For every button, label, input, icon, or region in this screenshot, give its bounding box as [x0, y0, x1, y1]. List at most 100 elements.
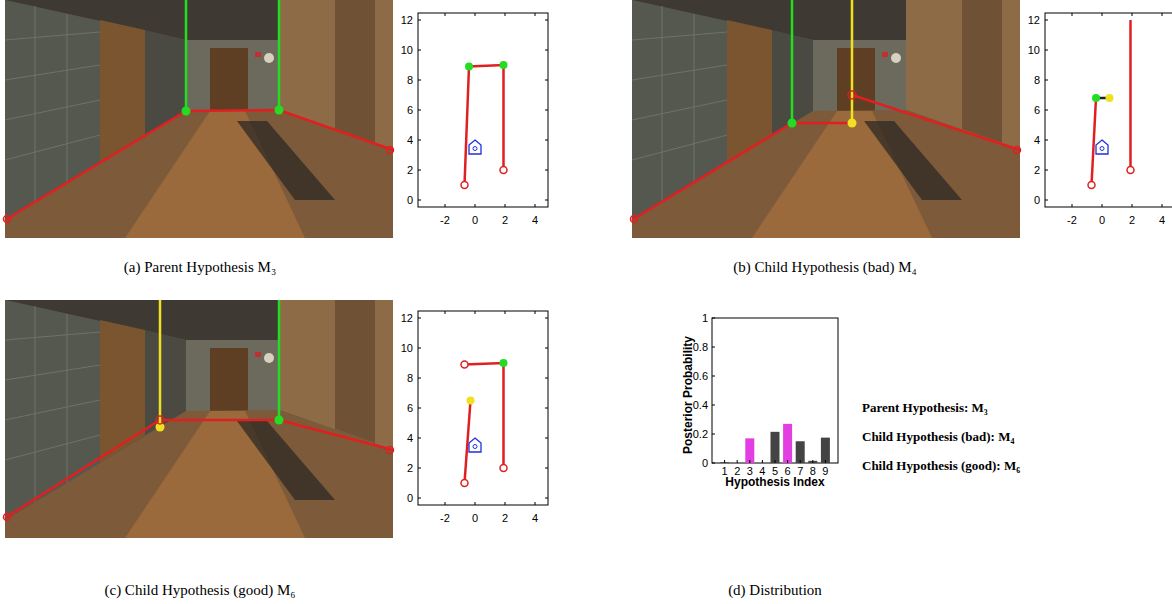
axis-frame [712, 318, 838, 463]
figure-shape [465, 63, 473, 71]
axis-tick-label: -2 [1067, 214, 1077, 226]
axis-tick [418, 170, 421, 171]
axis-frame [1045, 13, 1172, 207]
axis-tick-label: 8 [810, 465, 816, 477]
figure-shape [469, 140, 481, 154]
axis-tick-label: 2 [407, 164, 413, 176]
axis-tick [1102, 204, 1103, 207]
figure-shape [465, 363, 504, 468]
axis-tick [1045, 110, 1048, 111]
subfigure-caption: (a) Parent Hypothesis M₃ [124, 259, 276, 276]
plot-frames [418, 13, 1172, 505]
axis-tick-label: 4 [1159, 214, 1165, 226]
figure-shape [465, 65, 504, 185]
axis-tick [418, 408, 421, 409]
figure-shape [1106, 94, 1114, 102]
bar [771, 432, 780, 463]
figure-shape [467, 397, 475, 405]
figure-shape [500, 167, 507, 174]
axis-tick-label: 0 [1099, 214, 1105, 226]
axis-tick [445, 311, 446, 314]
figure-shape [851, 0, 854, 123]
axis-tick [475, 311, 476, 314]
figure-shape [159, 300, 162, 427]
axis-tick-label: 4 [407, 432, 413, 444]
axis-tick-label: 0 [702, 457, 708, 469]
map-plot-b [1088, 20, 1134, 189]
axis-tick-label: 0 [1034, 194, 1040, 206]
figure-shape [387, 147, 394, 154]
axis-tick-label: 1 [722, 465, 728, 477]
figure-shape [632, 123, 852, 220]
axis-tick-label: 6 [407, 402, 413, 414]
axis-tick [418, 200, 421, 201]
axis-tick [545, 140, 548, 141]
axis-tick-label: 8 [407, 372, 413, 384]
figure-shape [788, 119, 797, 128]
axis-tick-label: 2 [1129, 214, 1135, 226]
figure-shape [4, 514, 11, 521]
axis-tick-label: 4 [1034, 134, 1040, 146]
axis-tick [535, 13, 536, 16]
axis-tick [505, 13, 506, 16]
axis-tick-label: 6 [785, 465, 791, 477]
axis-tick [1072, 204, 1073, 207]
axis-tick [505, 204, 506, 207]
axis-tick [418, 468, 421, 469]
axis-tick-label: 10 [1028, 44, 1040, 56]
axis-tick-label: 0 [407, 492, 413, 504]
axis-tick [418, 318, 421, 319]
axis-tick [1045, 20, 1048, 21]
axis-tick [505, 502, 506, 505]
axis-tick [1102, 13, 1103, 16]
figure-shape [185, 0, 188, 111]
axis-tick [475, 502, 476, 505]
axis-tick [535, 311, 536, 314]
axis-tick-label: 0 [407, 194, 413, 206]
axis-tick-label: 4 [532, 214, 538, 226]
figure-shape [182, 107, 191, 116]
axis-title: Posterior Probability [682, 336, 695, 454]
axis-tick [724, 460, 725, 463]
axis-frame [418, 311, 548, 505]
figure-shape [848, 91, 856, 99]
axis-tick [418, 348, 421, 349]
axis-tick-label: 2 [502, 214, 508, 226]
figure-shape [1100, 147, 1104, 151]
figure-shape [461, 480, 468, 487]
axis-tick-label: 12 [1028, 14, 1040, 26]
axis-tick [737, 460, 738, 463]
figure-shape [1014, 147, 1021, 154]
axis-tick [1072, 13, 1073, 16]
axis-tick-label: 10 [401, 44, 413, 56]
axis-tick [418, 50, 421, 51]
bar [783, 424, 792, 463]
axis-tick [712, 434, 715, 435]
axis-frame [418, 13, 548, 207]
subfigure-caption: (d) Distribution [728, 582, 822, 599]
axis-tick-label: 4 [532, 512, 538, 524]
axis-tick [545, 80, 548, 81]
axis-tick [445, 13, 446, 16]
figure-shape [5, 420, 393, 518]
figure-shape [852, 95, 1020, 150]
axis-tick [475, 204, 476, 207]
bar [821, 438, 830, 463]
axis-tick-label: 4 [759, 465, 765, 477]
axis-tick-label: 2 [1034, 164, 1040, 176]
bar [796, 441, 805, 463]
axis-tick [535, 204, 536, 207]
axis-title: Hypothesis Index [725, 476, 824, 489]
axis-tick [445, 502, 446, 505]
figure-shape [500, 61, 508, 69]
axis-tick [545, 498, 548, 499]
figure-shape [4, 216, 11, 223]
axis-tick-label: 8 [1034, 74, 1040, 86]
axis-tick [762, 460, 763, 463]
map-plot-a [461, 61, 508, 189]
axis-tick-label: 3 [747, 465, 753, 477]
axis-tick-label: 6 [407, 104, 413, 116]
axis-tick-label: 1 [702, 312, 708, 324]
figure-shape [500, 359, 508, 367]
axis-tick [1162, 204, 1163, 207]
